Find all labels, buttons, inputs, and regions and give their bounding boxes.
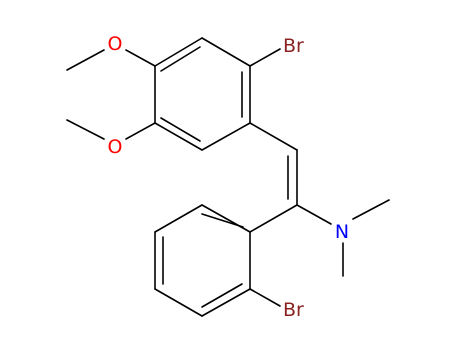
bond-c-o-upper bbox=[125, 49, 156, 67]
bond-ring1-c bbox=[201, 122, 251, 151]
bond-c-br-top bbox=[249, 48, 281, 67]
atom-n: N bbox=[335, 221, 349, 243]
bond-ring1-f bbox=[154, 37, 203, 67]
bond-c-o-lower bbox=[125, 122, 156, 140]
bond-ring2-a-inner bbox=[201, 213, 244, 228]
atom-o-lower: O bbox=[108, 136, 123, 158]
atom-o-upper: O bbox=[108, 33, 123, 55]
bond-ring2-a bbox=[201, 204, 251, 233]
bond-ring1-a bbox=[201, 37, 251, 67]
bond-c-n bbox=[296, 204, 332, 225]
bond-ring1-vinyl bbox=[249, 122, 298, 151]
bond-c-br-bottom bbox=[249, 288, 281, 307]
bond-ring1-f-inner bbox=[160, 46, 201, 72]
bond-ring2-d bbox=[154, 288, 203, 317]
bond-o-methyl-upper bbox=[66, 49, 105, 71]
bond-n-methyl-a bbox=[352, 199, 390, 220]
bonds bbox=[66, 37, 390, 317]
atom-br-bottom: Br bbox=[283, 299, 304, 321]
bond-ring2-e-inner bbox=[201, 283, 243, 308]
bond-ring2-b bbox=[154, 204, 203, 233]
bond-ring1-d-inner bbox=[160, 117, 201, 142]
bond-ring1-d bbox=[154, 122, 203, 151]
atom-br-top: Br bbox=[283, 35, 304, 57]
bond-o-methyl-lower bbox=[66, 119, 105, 140]
bond-ring2-e bbox=[201, 288, 251, 317]
bond-vinyl-ring2 bbox=[249, 204, 298, 233]
atom-labels: Br O O N Br bbox=[108, 33, 350, 321]
